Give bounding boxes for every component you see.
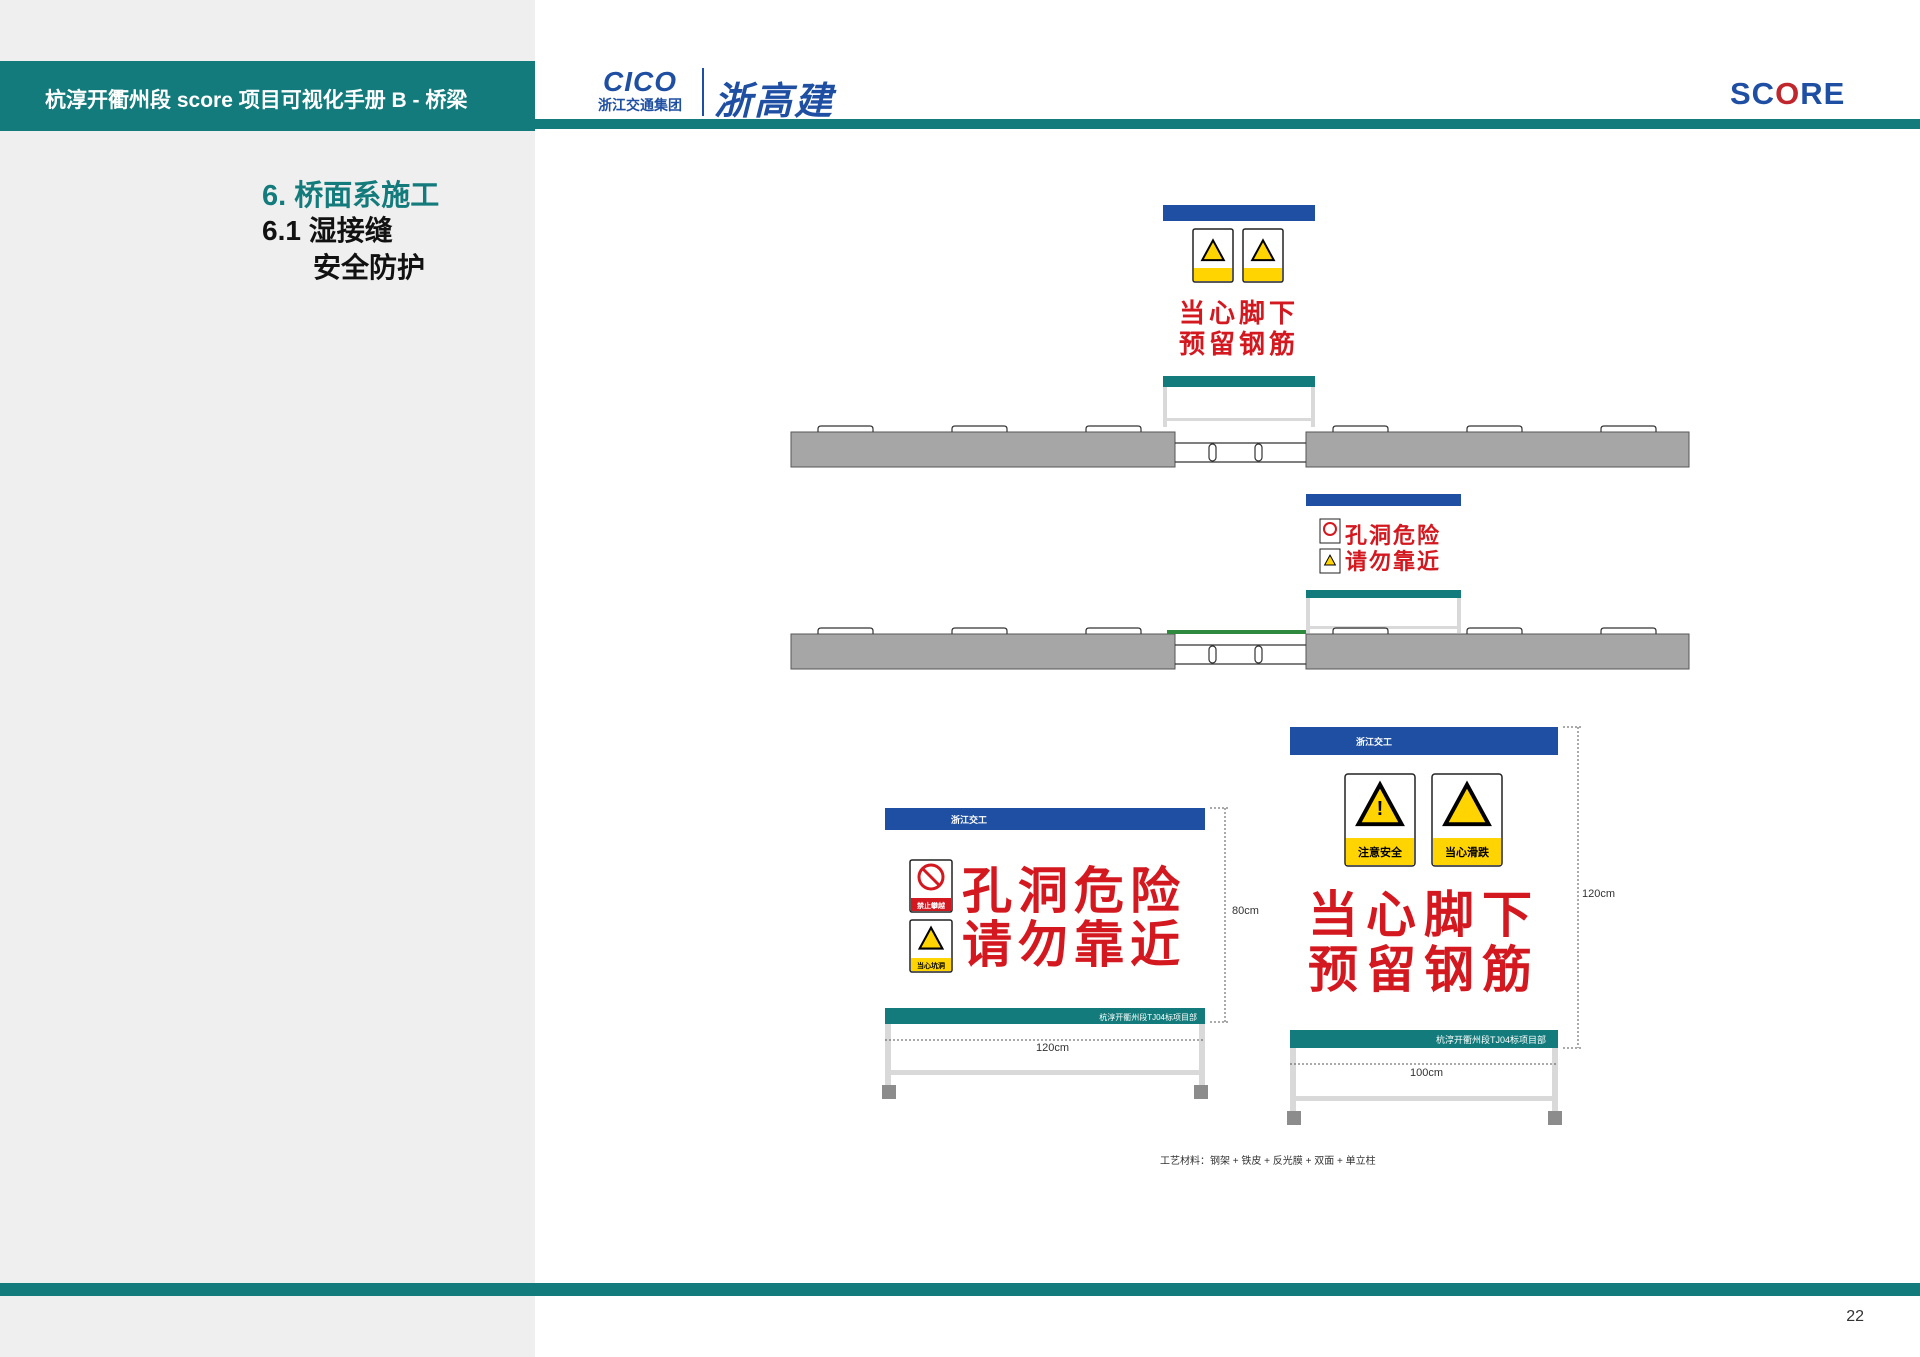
diagram-2: 孔洞危险 请勿靠近 [790, 494, 1690, 670]
sign-b-dimension-lines [885, 807, 1230, 1041]
score-logo-prefix: SC [1730, 76, 1776, 111]
sign-a-line2: 预留钢筋 [1308, 942, 1540, 998]
sign-b-base-right [1194, 1085, 1208, 1099]
mini-sign-b-line1: 孔洞危险 [1345, 523, 1441, 548]
joint-rebar-1 [1175, 442, 1306, 463]
document-title: 杭淳开衢州段 score 项目可视化手册 B - 桥梁 [45, 89, 468, 112]
joint-rebar-2 [1175, 644, 1306, 665]
sign-b-header-text: 浙江交工 [951, 814, 987, 825]
sign-b-rail [885, 1070, 1205, 1075]
mini-sign-a-slip-icon [1242, 228, 1284, 283]
mini-sign-b-fall-icon [1319, 548, 1341, 574]
deck-slab-right-2 [1305, 633, 1690, 670]
caution-exclaim: ! [1377, 798, 1384, 820]
header-rule [535, 119, 1920, 129]
sign-a-footer [1290, 1030, 1558, 1048]
cico-logo-subtext: 浙江交通集团 [598, 97, 682, 113]
cico-logo: CICO 浙江交通集团 [590, 68, 690, 114]
mini-sign-a-rail [1163, 418, 1315, 421]
cico-logo-text: CICO [603, 66, 677, 97]
sign-b-width-label: 120cm [1036, 1042, 1069, 1054]
slip-icon: 当心滑跌 [1431, 773, 1503, 867]
mini-sign-a-post-right [1311, 387, 1315, 427]
sign-a-large: 浙江交工 ! 注意安全 当心滑跌 当心脚下 预留钢筋 杭淳开衢州段TJ04标项目… [1287, 726, 1615, 1125]
sign-a-height-label: 120cm [1582, 888, 1615, 900]
caution-icon: ! 注意安全 [1344, 773, 1416, 867]
sign-b-post-left [885, 1024, 891, 1085]
sign-a-header-text: 浙江交工 [1356, 736, 1392, 747]
sign-b-base-left [882, 1085, 896, 1099]
mini-sign-a-board [1163, 221, 1315, 377]
caution-icon-label: 注意安全 [1358, 845, 1403, 859]
subsection-title-line2: 安全防护 [313, 252, 426, 283]
mini-sign-b-post-right [1457, 598, 1461, 633]
mini-sign-a-footer [1163, 376, 1315, 387]
mini-sign-a-caution-icon [1192, 228, 1234, 283]
sign-b-header [885, 808, 1205, 830]
sign-a-base-left [1287, 1111, 1301, 1125]
zgj-logo: 浙高建 [714, 78, 835, 123]
fall-hazard-icon: 当心坑洞 [909, 919, 953, 973]
footer-rule [0, 1283, 1920, 1296]
no-climb-icon-label: 禁止攀越 [916, 901, 946, 910]
sign-a-header [1290, 727, 1558, 755]
sign-b-footer [885, 1008, 1205, 1024]
deck-slab-right-1 [1305, 431, 1690, 468]
score-logo-suffix: RE [1800, 76, 1846, 111]
title-bar [0, 61, 535, 131]
no-climb-icon: 禁止攀越 [909, 859, 953, 913]
fall-hazard-icon-label: 当心坑洞 [917, 961, 945, 970]
mini-sign-b-post-left [1306, 598, 1310, 633]
material-note: 工艺材料：钢架 + 铁皮 + 反光膜 + 双面 + 单立柱 [1160, 1156, 1376, 1167]
sign-a-line1: 当心脚下 [1308, 887, 1540, 943]
section-title: 6. 桥面系施工 [262, 180, 440, 212]
sign-a-post-right [1552, 1048, 1558, 1111]
sign-a-dimension-lines [1290, 726, 1583, 1065]
mini-sign-a-post-left [1163, 387, 1167, 427]
sign-a-board [1290, 755, 1558, 1030]
sign-a-footer-text: 杭淳开衢州段TJ04标项目部 [1436, 1034, 1546, 1045]
deck-slab-left-2 [790, 633, 1176, 670]
deck-rebar-1 [817, 425, 1657, 432]
mini-sign-b-line2: 请勿靠近 [1345, 549, 1441, 574]
sign-a-base-right [1548, 1111, 1562, 1125]
mini-sign-b-noentry-icon [1319, 518, 1341, 544]
logo-divider [702, 68, 704, 116]
score-logo-o: O [1775, 76, 1801, 111]
sign-a-post-left [1290, 1048, 1296, 1111]
joint-cover-plate [1167, 630, 1306, 634]
diagram-1: 当心脚下 预留钢筋 [790, 205, 1690, 468]
mini-sign-b-header [1306, 494, 1461, 506]
page-number: 22 [1846, 1308, 1864, 1325]
deck-slab-left-1 [790, 431, 1176, 468]
sign-a-rail [1290, 1096, 1558, 1101]
sign-b-height-label: 80cm [1232, 905, 1259, 917]
mini-sign-b-footer [1306, 590, 1461, 598]
score-logo: SCORE [1730, 76, 1845, 112]
mini-sign-a-line1: 当心脚下 [1179, 298, 1299, 328]
slip-icon-label: 当心滑跌 [1445, 845, 1490, 859]
subsection-title: 6.1 湿接缝 [262, 215, 393, 246]
left-panel [0, 0, 535, 1357]
mini-sign-a-header [1163, 205, 1315, 221]
deck-rebar-2 [817, 627, 1657, 634]
sign-b-footer-text: 杭淳开衢州段TJ04标项目部 [1099, 1012, 1197, 1022]
mini-sign-a-line2: 预留钢筋 [1179, 329, 1299, 359]
sign-b-line1: 孔洞危险 [962, 863, 1186, 919]
sign-b-line2: 请勿靠近 [962, 917, 1186, 973]
sign-a-width-label: 100cm [1410, 1067, 1443, 1079]
sign-b-large: 浙江交工 禁止攀越 当心坑洞 孔洞危险 请勿靠近 杭淳开衢州段TJ04标项目部 [882, 807, 1259, 1099]
sign-b-post-right [1199, 1024, 1205, 1085]
